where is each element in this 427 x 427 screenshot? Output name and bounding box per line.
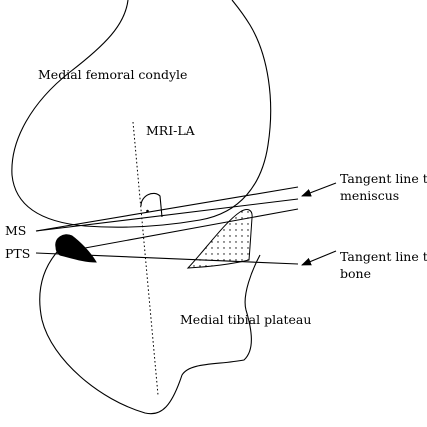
tangent-meniscus-label-2: meniscus	[340, 188, 399, 203]
posterior-meniscus	[186, 209, 253, 269]
tibial-plateau-outline	[39, 251, 261, 415]
femoral-condyle-outline	[11, 0, 272, 228]
tangent-bone-label-1: Tangent line to	[340, 249, 427, 264]
meniscus-upper-line	[84, 208, 299, 249]
ms-label: MS	[5, 223, 26, 238]
tangent-meniscus-label-1: Tangent line to	[340, 171, 427, 186]
tibial-plateau-label: Medial tibial plateau	[180, 312, 311, 327]
tangent-line-meniscus	[35, 186, 299, 232]
pts-label: PTS	[5, 246, 30, 261]
arrow-to-bone-tangent	[301, 250, 337, 266]
mri-longitudinal-axis	[132, 121, 159, 396]
femoral-condyle-label: Medial femoral condyle	[38, 67, 187, 82]
tangent-bone-label-2: bone	[340, 266, 371, 281]
anterior-meniscus	[55, 234, 97, 263]
ms-reference-line	[35, 198, 299, 232]
right-angle-arc	[140, 192, 163, 218]
arrow-to-meniscus-tangent	[301, 182, 337, 197]
mri-axis-label: MRI-LA	[146, 123, 196, 138]
